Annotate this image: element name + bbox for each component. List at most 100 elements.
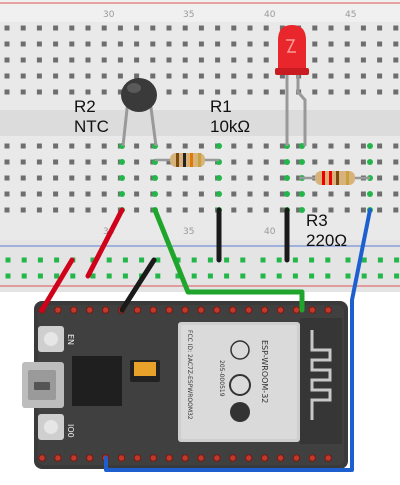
breadboard-hole — [182, 57, 188, 63]
connected-hole — [367, 143, 373, 149]
fcc-id: FCC ID: 2AC7Z-ESPWROOM32 — [186, 330, 193, 420]
breadboard-hole — [393, 175, 399, 181]
breadboard-hole — [377, 89, 383, 95]
breadboard-hole — [53, 191, 59, 197]
resistor-r1[interactable] — [155, 153, 219, 167]
breadboard-hole — [69, 159, 75, 165]
breadboard-hole — [117, 89, 123, 95]
io0-label: IO0 — [66, 424, 75, 438]
connected-hole — [152, 175, 158, 181]
breadboard-hole — [101, 191, 107, 197]
power-rail-hole — [345, 257, 351, 263]
breadboard-hole — [166, 143, 172, 149]
breadboard-hole — [377, 73, 383, 79]
power-rail-hole — [70, 273, 76, 279]
breadboard-hole — [53, 41, 59, 47]
breadboard-hole — [198, 143, 204, 149]
power-rail-hole — [377, 257, 383, 263]
breadboard-hole — [85, 41, 91, 47]
breadboard-hole — [279, 89, 285, 95]
voltage-regulator — [130, 360, 160, 382]
breadboard-hole — [53, 89, 59, 95]
header-pin — [54, 306, 62, 314]
en-label: EN — [66, 334, 75, 345]
breadboard-hole — [85, 207, 91, 213]
header-pin — [324, 454, 332, 462]
breadboard-hole — [231, 57, 237, 63]
breadboard-hole — [166, 57, 172, 63]
power-rail-hole — [191, 257, 197, 263]
esp32-devkit — [34, 301, 348, 469]
breadboard-hole — [150, 25, 156, 31]
breadboard-hole — [134, 41, 140, 47]
connected-hole — [367, 159, 373, 165]
header-pin — [70, 454, 78, 462]
breadboard-hole — [53, 25, 59, 31]
breadboard-hole — [279, 191, 285, 197]
resistor-r3[interactable] — [299, 171, 370, 185]
header-pin — [245, 306, 253, 314]
breadboard-hole — [85, 175, 91, 181]
breadboard-hole — [53, 175, 59, 181]
breadboard-hole — [36, 25, 42, 31]
breadboard-hole — [312, 73, 318, 79]
header-pin — [197, 306, 205, 314]
header-pin — [54, 454, 62, 462]
breadboard-hole — [377, 207, 383, 213]
breadboard-hole — [4, 41, 10, 47]
breadboard-hole — [263, 73, 269, 79]
power-rail-hole — [309, 257, 315, 263]
boot-button[interactable] — [38, 414, 64, 440]
power-rail-hole — [155, 257, 161, 263]
header-pin — [213, 454, 221, 462]
r2-label: R2 — [74, 97, 96, 116]
breadboard-hole — [134, 159, 140, 165]
breadboard-hole — [263, 191, 269, 197]
ntc-thermistor[interactable] — [121, 78, 158, 147]
breadboard-hole — [328, 159, 334, 165]
en-button[interactable] — [38, 326, 64, 352]
breadboard-hole — [360, 89, 366, 95]
header-pin — [229, 306, 237, 314]
header-pin — [133, 306, 142, 314]
usb-port[interactable] — [22, 362, 64, 408]
breadboard-hole — [296, 191, 302, 197]
breadboard-hole — [134, 207, 140, 213]
power-rail-hole — [207, 273, 213, 279]
breadboard-hole — [36, 73, 42, 79]
breadboard-hole — [215, 89, 221, 95]
power-rail-hole — [37, 273, 43, 279]
breadboard-hole — [312, 41, 318, 47]
power-rail-hole — [309, 273, 315, 279]
breadboard-hole — [215, 73, 221, 79]
connected-hole — [284, 175, 290, 181]
breadboard-hole — [328, 57, 334, 63]
breadboard-hole — [393, 159, 399, 165]
breadboard-hole — [134, 143, 140, 149]
power-rail-hole — [292, 257, 298, 263]
breadboard-hole — [231, 159, 237, 165]
breadboard-hole — [393, 191, 399, 197]
breadboard-hole — [247, 25, 253, 31]
breadboard-hole — [312, 159, 318, 165]
breadboard-hole — [393, 207, 399, 213]
breadboard-hole — [20, 41, 26, 47]
red-led[interactable] — [275, 25, 309, 146]
power-rail-hole — [292, 273, 298, 279]
black-wire-1 — [119, 257, 157, 313]
breadboard-hole — [247, 57, 253, 63]
breadboard-hole — [263, 159, 269, 165]
breadboard-hole — [150, 41, 156, 47]
breadboard-hole — [198, 175, 204, 181]
power-rail-hole — [5, 273, 11, 279]
breadboard-hole — [344, 143, 350, 149]
breadboard-hole — [101, 207, 107, 213]
breadboard-hole — [182, 41, 188, 47]
header-pin — [117, 454, 126, 462]
breadboard-hole — [117, 73, 123, 79]
breadboard-hole — [360, 25, 366, 31]
breadboard-hole — [231, 191, 237, 197]
connected-hole — [284, 191, 290, 197]
connected-hole — [216, 191, 222, 197]
breadboard-hole — [247, 143, 253, 149]
